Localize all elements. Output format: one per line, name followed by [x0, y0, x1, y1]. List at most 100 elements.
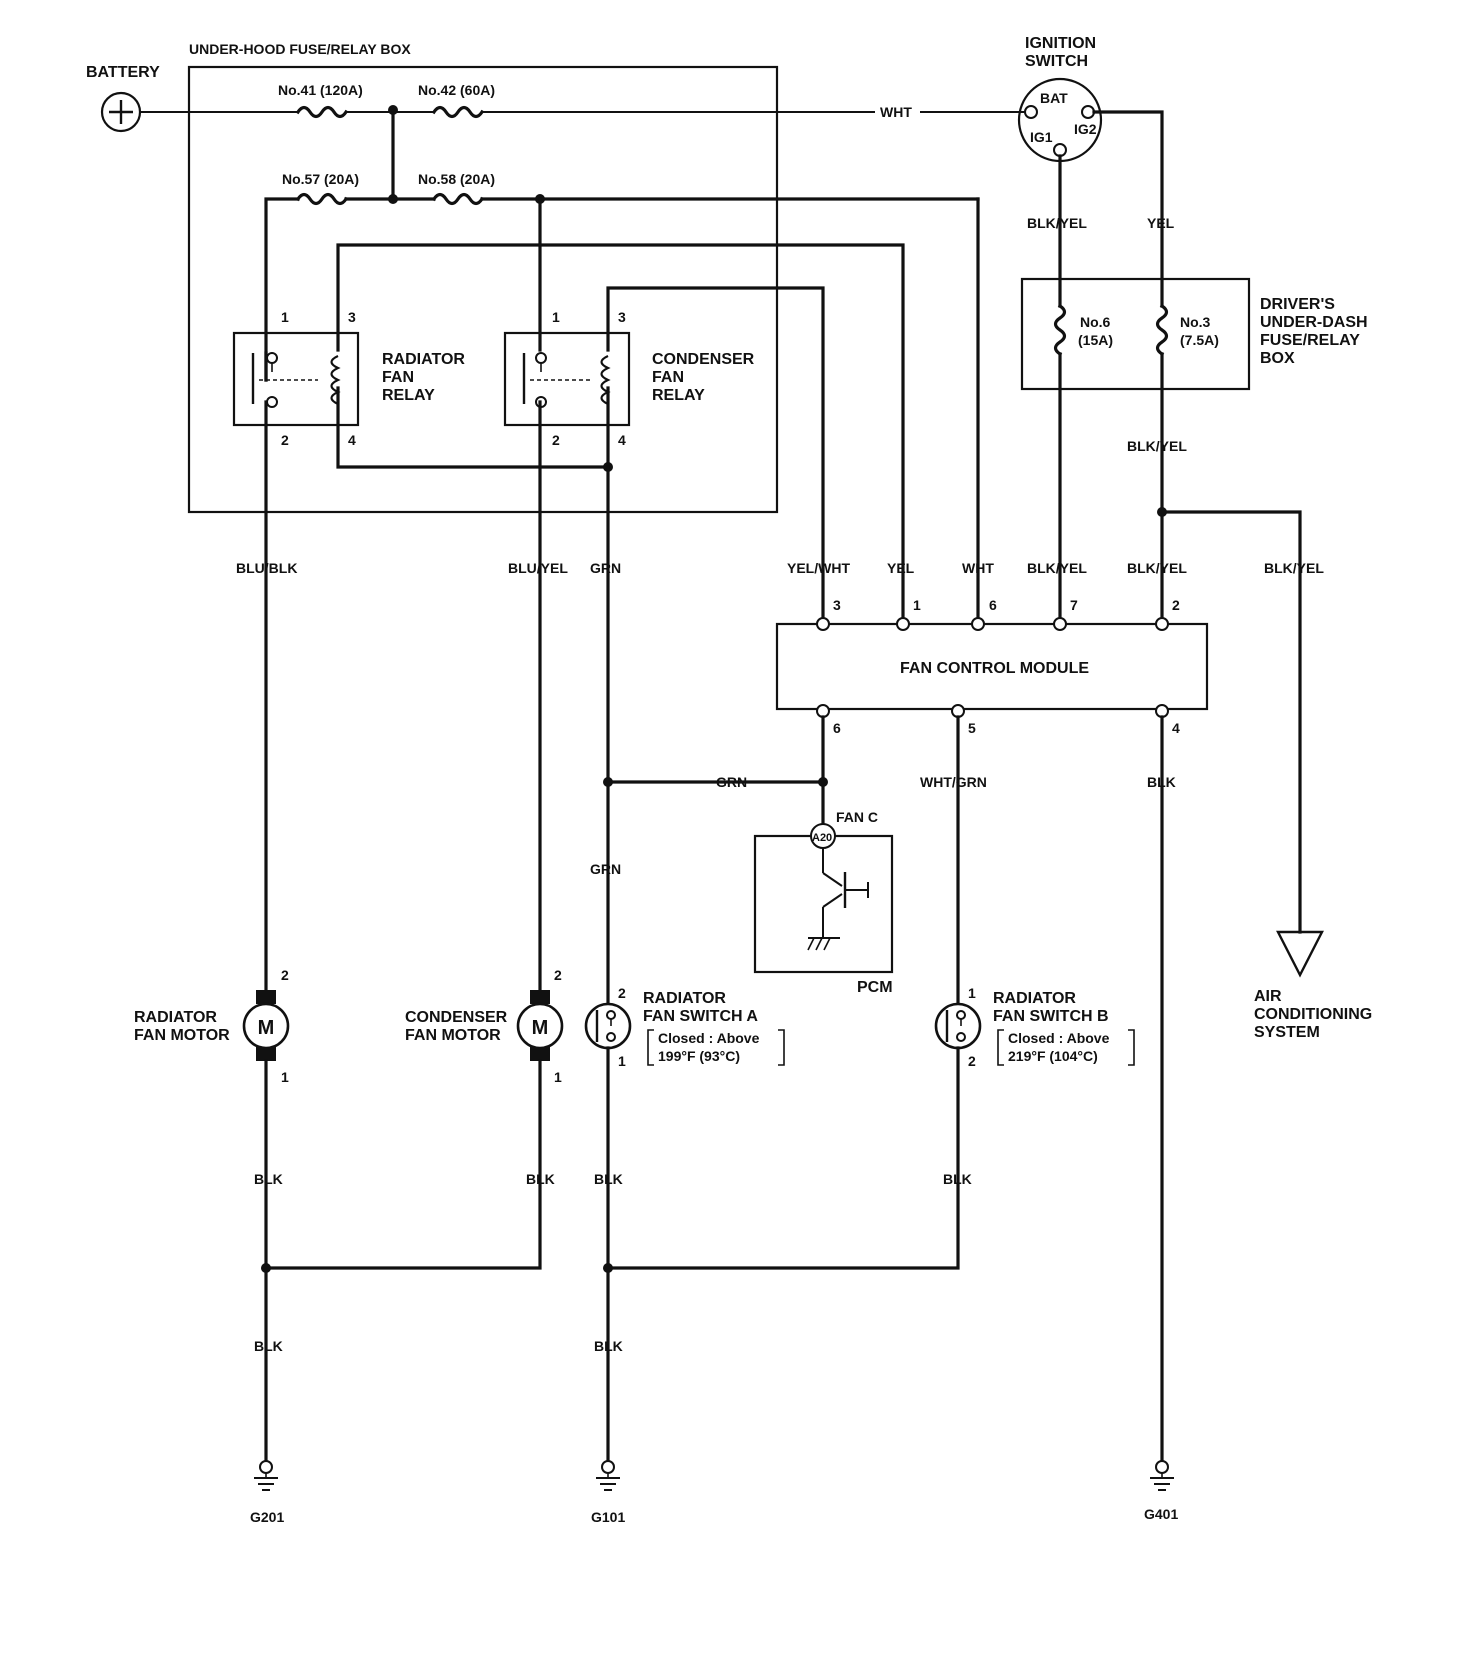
junction-dot [1157, 507, 1167, 517]
ground-label-g401: G401 [1144, 1506, 1178, 1522]
fuse-6-label: No.6 (15A) [1078, 314, 1114, 348]
wire-label-yel: YEL [887, 560, 915, 576]
wire-label-wht: WHT [962, 560, 994, 576]
junction-dot [603, 1263, 613, 1273]
pin-label: 1 [554, 1069, 562, 1085]
wire-label-blk-yel: BLK/YEL [1027, 215, 1087, 231]
condenser-relay-coil-wire [606, 286, 825, 624]
radiator-relay-label: RADIATOR FAN RELAY [382, 351, 469, 404]
pcm-label: PCM [857, 979, 893, 996]
ground-label-g101: G101 [591, 1509, 625, 1525]
fuse-57-label: No.57 (20A) [282, 171, 359, 187]
pin-label: 2 [554, 967, 562, 983]
radiator-fan-motor: M [242, 990, 290, 1061]
wire-label-grn: GRN [590, 861, 621, 877]
radiator-fan-switch-b [934, 1002, 982, 1050]
junction-dot [818, 777, 828, 787]
radiator-relay-coil-wire [336, 243, 905, 624]
switch-b-bracket [997, 1029, 1135, 1066]
ground-label-g201: G201 [250, 1509, 284, 1525]
wire-label-grn: GRN [590, 560, 621, 576]
radiator-fan-relay [232, 331, 360, 427]
dash-box-label: DRIVER'S UNDER-DASH FUSE/RELAY BOX [1260, 296, 1372, 367]
fcm-bottom-terminals [816, 704, 1169, 718]
wire-label-blk-yel: BLK/YEL [1027, 560, 1087, 576]
pin-label: 2 [281, 967, 289, 983]
pin-label: 3 [348, 309, 356, 325]
wire-label-blk: BLK [1147, 774, 1176, 790]
pin-label: 1 [913, 597, 921, 613]
pin-label: 2 [281, 432, 289, 448]
wire-label-blk-yel: BLK/YEL [1127, 438, 1187, 454]
fan-control-module [775, 622, 1209, 711]
condenser-relay-label: CONDENSER FAN RELAY [652, 351, 759, 404]
fuse-41-label: No.41 (120A) [278, 82, 363, 98]
ground-wires [264, 1046, 960, 1464]
condenser-fan-motor: M [516, 990, 564, 1061]
pin-label: 1 [618, 1053, 626, 1069]
condenser-fan-relay [503, 331, 631, 427]
ground-symbol-g201 [254, 1460, 278, 1491]
air-conditioning-arrow [1276, 930, 1324, 978]
junction-dot [261, 1263, 271, 1273]
wire-label-blk: BLK [594, 1338, 623, 1354]
fuse-row-2 [264, 192, 980, 624]
svg-text:M: M [258, 1017, 275, 1039]
wire-label-wht-grn: WHT/GRN [920, 774, 987, 790]
pin-label: 1 [552, 309, 560, 325]
pin-label: 2 [552, 432, 560, 448]
wire-label-wht-main: WHT [880, 104, 912, 120]
pin-label: 6 [833, 720, 841, 736]
wire-label-blk: BLK [943, 1171, 972, 1187]
wire-label-blk: BLK [254, 1171, 283, 1187]
fan-control-module-label: FAN CONTROL MODULE [900, 660, 1089, 677]
junction-dot [603, 777, 613, 787]
wire-label-blk: BLK [594, 1171, 623, 1187]
pin-label: 1 [281, 309, 289, 325]
battery-symbol [100, 91, 142, 133]
underhood-box-label: UNDER-HOOD FUSE/RELAY BOX [189, 41, 411, 57]
wire-label-blu-blk: BLU/BLK [236, 560, 297, 576]
wire-label-blu-yel: BLU/YEL [508, 560, 568, 576]
pcm-terminal-label: FAN C [836, 809, 878, 825]
air-conditioning-label: AIR CONDITIONING SYSTEM [1254, 988, 1377, 1041]
ground-symbol-g101 [596, 1460, 620, 1491]
switch-b-spec: Closed : Above 219°F (104°C) [1008, 1030, 1113, 1064]
pin-label: 2 [1172, 597, 1180, 613]
junction-dot [388, 105, 398, 115]
dash-box-outline [1020, 277, 1251, 391]
pin-label: 3 [618, 309, 626, 325]
wire-label-yel: YEL [1147, 215, 1175, 231]
pin-label: 1 [968, 985, 976, 1001]
ig2-branch-wire [1092, 110, 1302, 934]
wire-label-blk-yel: BLK/YEL [1127, 560, 1187, 576]
fuse-58-label: No.58 (20A) [418, 171, 495, 187]
fuse-42-label: No.42 (60A) [418, 82, 495, 98]
switch-a-spec: Closed : Above 199°F (93°C) [658, 1030, 763, 1064]
radiator-motor-label: RADIATOR FAN MOTOR [134, 1009, 230, 1044]
pin-label: 4 [1172, 720, 1180, 736]
pin-label: 2 [968, 1053, 976, 1069]
fuse-3-label: No.3 (7.5A) [1180, 314, 1219, 348]
pin-label: 7 [1070, 597, 1078, 613]
ignition-switch-label: IGNITION SWITCH [1025, 35, 1101, 70]
wire-label-yel-wht: YEL/WHT [787, 560, 850, 576]
ground-symbol-g401 [1150, 1460, 1174, 1491]
pcm-pin-label: A20 [812, 832, 832, 844]
battery-label: BATTERY [86, 64, 160, 81]
wire-label-grn: GRN [716, 774, 747, 790]
pin-label: 4 [348, 432, 356, 448]
ig1-branch-wire [1053, 154, 1067, 624]
pcm-transistor-symbol [807, 848, 869, 951]
ign-bat-label: BAT [1040, 90, 1068, 106]
pin-label: 2 [618, 985, 626, 1001]
svg-text:M: M [532, 1017, 549, 1039]
pin-label: 3 [833, 597, 841, 613]
fcm-top-terminals [816, 617, 1169, 631]
ign-ig2-label: IG2 [1074, 121, 1097, 137]
switch-a-label: RADIATOR FAN SWITCH A [643, 990, 758, 1025]
condenser-motor-label: CONDENSER FAN MOTOR [405, 1009, 512, 1044]
wire-label-blk-yel: BLK/YEL [1264, 560, 1324, 576]
pin-label: 4 [618, 432, 626, 448]
